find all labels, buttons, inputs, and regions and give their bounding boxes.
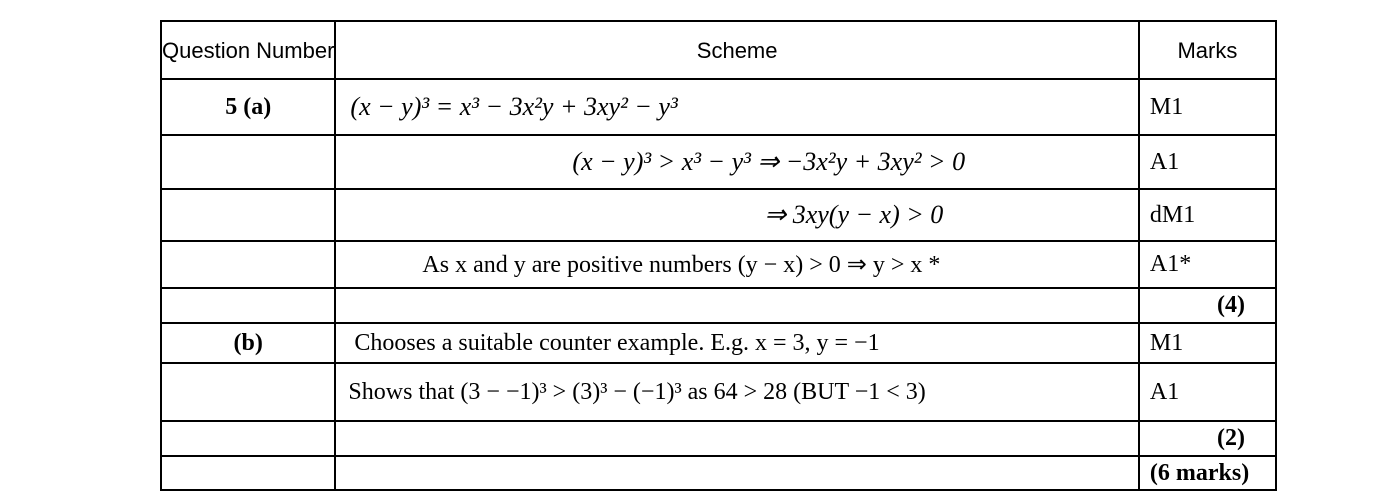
table-row: ⇒ 3xy(y − x) > 0 dM1 xyxy=(159,188,1278,242)
subtotal-mark: (2) xyxy=(1137,420,1278,457)
table-row: (x − y)³ > x³ − y³ ⇒ −3x²y + 3xy² > 0 A1 xyxy=(159,134,1278,190)
table-row: (2) xyxy=(159,420,1278,457)
question-number xyxy=(159,240,337,289)
table-row: (b) Chooses a suitable counter example. … xyxy=(159,322,1278,364)
scheme-step xyxy=(334,420,1140,457)
header-row: Question Number Scheme Marks xyxy=(159,20,1278,80)
scheme-step: (x − y)³ = x³ − 3x²y + 3xy² − y³ xyxy=(334,78,1140,136)
question-number: (b) xyxy=(159,322,337,364)
mark-scheme-table: Question Number Scheme Marks 5 (a) (x − … xyxy=(159,20,1278,491)
header-question-number: Question Number xyxy=(159,20,337,80)
table-row: As x and y are positive numbers (y − x) … xyxy=(159,240,1278,289)
scheme-step: Chooses a suitable counter example. E.g.… xyxy=(334,322,1140,364)
total-marks: (6 marks) xyxy=(1137,455,1278,491)
mark: A1 xyxy=(1137,134,1278,190)
table-row: 5 (a) (x − y)³ = x³ − 3x²y + 3xy² − y³ M… xyxy=(159,78,1278,136)
header-marks: Marks xyxy=(1137,20,1278,80)
mark: dM1 xyxy=(1137,188,1278,242)
question-number xyxy=(159,188,337,242)
table-row: (6 marks) xyxy=(159,455,1278,491)
question-number: 5 (a) xyxy=(159,78,337,136)
question-number xyxy=(159,362,337,422)
question-number xyxy=(159,134,337,190)
scheme-step: As x and y are positive numbers (y − x) … xyxy=(334,240,1140,289)
scheme-step: (x − y)³ > x³ − y³ ⇒ −3x²y + 3xy² > 0 xyxy=(334,134,1140,190)
mark: M1 xyxy=(1137,78,1278,136)
question-number xyxy=(159,287,337,324)
table-row: (4) xyxy=(159,287,1278,324)
question-number xyxy=(159,455,337,491)
mark: A1 xyxy=(1137,362,1278,422)
question-number xyxy=(159,420,337,457)
subtotal-mark: (4) xyxy=(1137,287,1278,324)
scheme-step xyxy=(334,455,1140,491)
header-scheme: Scheme xyxy=(334,20,1140,80)
scheme-step: ⇒ 3xy(y − x) > 0 xyxy=(334,188,1140,242)
table-row: Shows that (3 − −1)³ > (3)³ − (−1)³ as 6… xyxy=(159,362,1278,422)
scheme-step: Shows that (3 − −1)³ > (3)³ − (−1)³ as 6… xyxy=(334,362,1140,422)
mark: A1* xyxy=(1137,240,1278,289)
mark: M1 xyxy=(1137,322,1278,364)
scheme-step xyxy=(334,287,1140,324)
